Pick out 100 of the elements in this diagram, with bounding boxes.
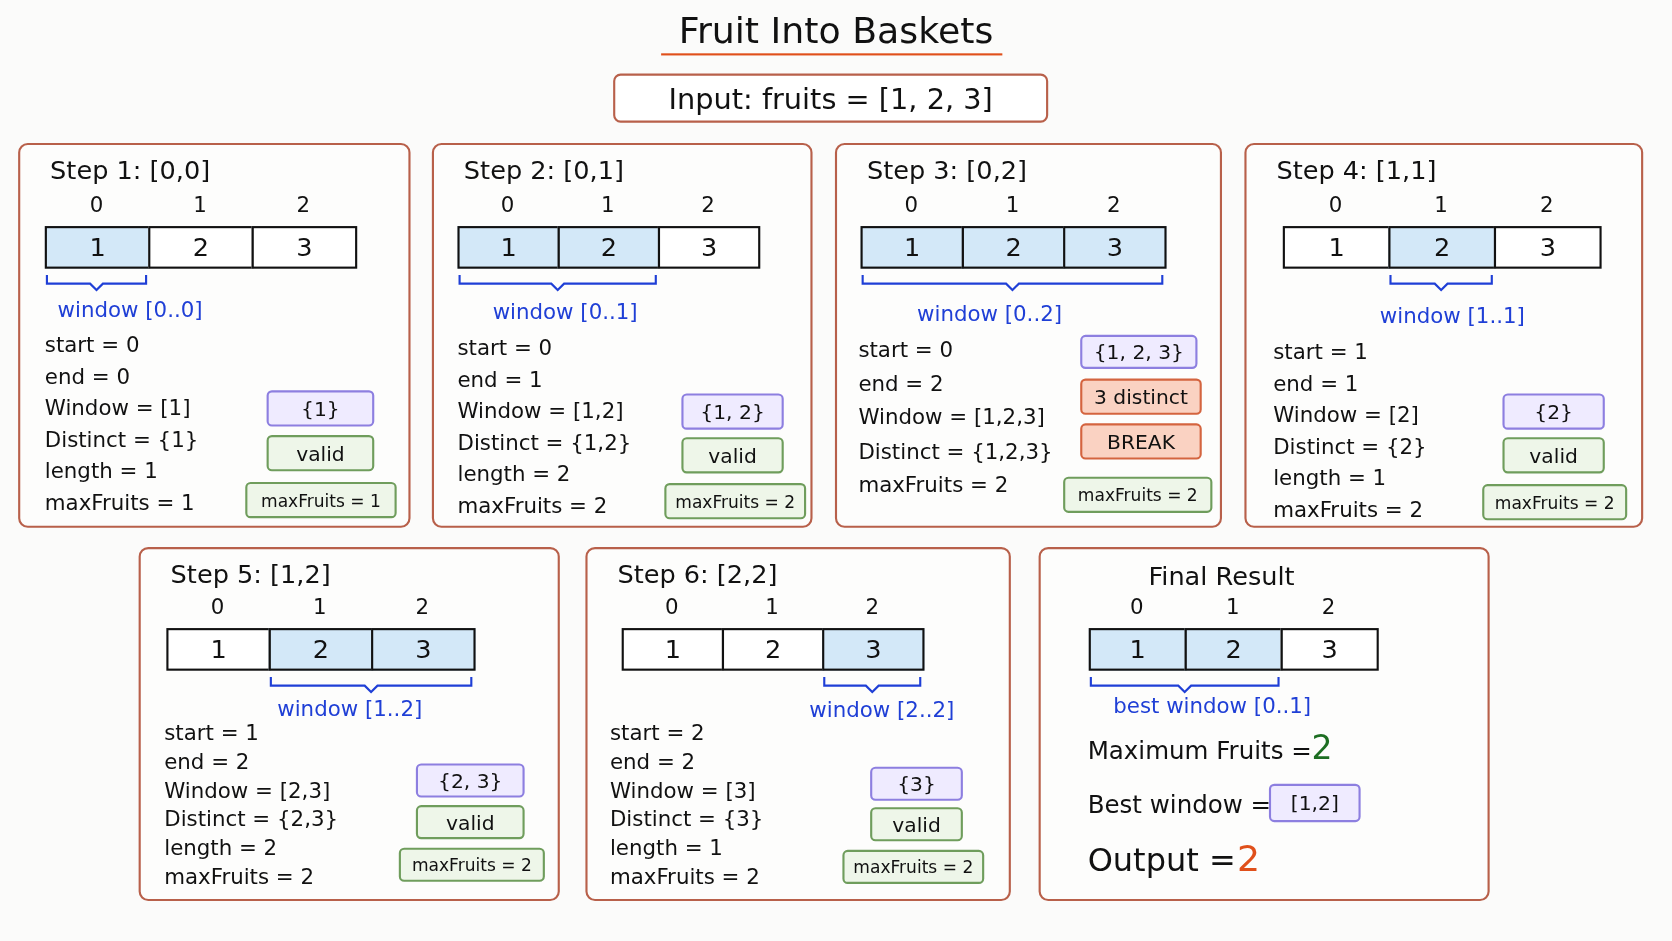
index-label: 1 [1004, 191, 1021, 218]
array-cell: 2 [1184, 628, 1283, 671]
alert-badge: BREAK [1080, 423, 1202, 460]
set-badge: [1,2] [1268, 783, 1361, 823]
array-cell: 2 [268, 628, 374, 671]
array-cell: 2 [961, 226, 1066, 269]
array-cell: 3 [251, 226, 358, 269]
input-box: Input: fruits = [1, 2, 3] [613, 73, 1049, 123]
array-cell: 1 [44, 226, 151, 269]
panel-heading: Step 4: [1,1] [1276, 155, 1437, 186]
panel-heading: Step 2: [0,1] [463, 155, 624, 186]
variable-line: start = 1 [1273, 339, 1368, 365]
alert-badge: 3 distinct [1080, 378, 1202, 415]
window-label: window [0..2] [917, 300, 1063, 327]
step-panel [1038, 547, 1490, 902]
index-label: 2 [864, 593, 881, 620]
step-panel [18, 142, 411, 528]
title: Fruit Into Baskets [677, 8, 995, 52]
status-badge: maxFruits = 2 [1482, 484, 1628, 521]
index-label: 0 [499, 191, 516, 218]
index-label: 2 [700, 191, 716, 218]
variable-line: Distinct = {1,2} [457, 429, 632, 455]
array-cell: 2 [148, 226, 254, 269]
result-label: Output = [1087, 841, 1236, 879]
variable-line: start = 0 [457, 334, 553, 361]
status-badge: valid [681, 437, 784, 474]
window-label: window [0..0] [57, 296, 203, 323]
array-cell: 1 [457, 226, 560, 269]
panel-heading: Step 3: [0,2] [866, 155, 1028, 186]
variable-line: maxFruits = 2 [1273, 496, 1424, 522]
array-cell: 3 [1280, 628, 1379, 671]
variable-line: Window = [2] [1273, 402, 1419, 428]
index-label: 2 [295, 191, 312, 218]
variable-line: end = 0 [44, 363, 130, 389]
status-badge: maxFruits = 2 [1063, 476, 1213, 513]
status-badge: maxFruits = 1 [245, 482, 397, 519]
set-badge: {1} [266, 390, 375, 427]
index-label: 0 [1327, 191, 1344, 218]
index-label: 1 [1433, 191, 1449, 218]
window-label: window [1..2] [277, 695, 423, 721]
variable-line: Distinct = {1} [44, 426, 199, 452]
variable-line: maxFruits = 2 [609, 863, 760, 890]
step-panel [585, 547, 1011, 902]
variable-line: length = 2 [457, 460, 571, 487]
variable-line: maxFruits = 2 [164, 863, 315, 890]
step-panel [138, 547, 560, 902]
array-cell: 1 [166, 628, 271, 671]
step-panel [834, 142, 1222, 528]
index-label: 0 [1128, 593, 1145, 620]
window-label: window [0..1] [492, 298, 638, 325]
step-panel [1244, 142, 1644, 528]
variable-line: length = 1 [44, 457, 158, 484]
variable-line: end = 2 [164, 748, 250, 775]
index-label: 2 [414, 593, 431, 620]
array-cell: 3 [1493, 226, 1602, 269]
variable-line: Distinct = {2} [1273, 433, 1427, 460]
variable-line: end = 1 [1273, 370, 1359, 397]
variable-line: end = 1 [457, 366, 543, 392]
variable-line: length = 1 [1273, 464, 1387, 491]
array-cell: 3 [371, 628, 476, 671]
variable-line: start = 0 [44, 331, 140, 358]
step-panel [431, 142, 813, 528]
array-cell: 3 [1063, 226, 1167, 269]
variable-line: maxFruits = 2 [858, 471, 1009, 497]
result-value: 2 [1311, 728, 1333, 767]
index-label: 1 [600, 191, 616, 218]
array-cell: 3 [657, 226, 761, 269]
index-label: 2 [1320, 593, 1337, 620]
variable-line: start = 0 [858, 336, 954, 363]
index-label: 1 [1224, 593, 1241, 620]
panel-heading: Step 1: [0,0] [50, 155, 211, 186]
result-value: 2 [1236, 837, 1260, 880]
index-label: 1 [764, 593, 780, 620]
variable-line: end = 2 [609, 748, 696, 775]
array-cell: 1 [1088, 628, 1187, 671]
variable-line: maxFruits = 1 [44, 488, 195, 515]
variable-line: maxFruits = 2 [457, 492, 608, 518]
variable-line: Window = [3] [609, 777, 756, 803]
status-badge: valid [266, 435, 375, 472]
variable-line: start = 1 [164, 719, 259, 746]
status-badge: maxFruits = 2 [664, 483, 807, 520]
variable-line: Window = [1,2] [457, 397, 624, 424]
panel-heading: Step 6: [2,2] [617, 559, 778, 590]
index-label: 0 [88, 191, 105, 218]
window-label: best window [0..1] [1113, 693, 1312, 719]
variable-line: end = 2 [858, 370, 944, 397]
status-badge: valid [1502, 437, 1605, 474]
set-badge: {2, 3} [415, 763, 525, 798]
panel-heading: Step 5: [1,2] [170, 559, 331, 590]
array-cell: 3 [822, 628, 925, 671]
variable-line: Window = [1] [44, 394, 191, 421]
index-label: 0 [209, 593, 226, 620]
variable-line: start = 2 [609, 719, 705, 746]
array-cell: 1 [860, 226, 964, 269]
variable-line: Window = [2,3] [164, 777, 331, 803]
variable-line: length = 2 [164, 834, 278, 861]
index-label: 1 [312, 593, 328, 620]
index-label: 0 [664, 593, 680, 620]
variable-line: Distinct = {2,3} [164, 806, 339, 832]
status-badge: maxFruits = 2 [398, 847, 545, 882]
